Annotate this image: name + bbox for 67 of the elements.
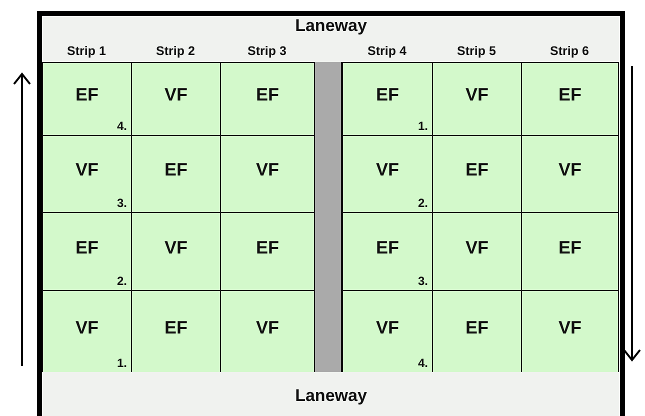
treatment-label: EF — [557, 236, 582, 258]
plot-cell — [342, 212, 433, 291]
treatment-label: EF — [163, 159, 188, 180]
plot-cell — [42, 290, 132, 373]
plot-number: 1. — [418, 119, 428, 133]
plot-cell — [521, 290, 619, 373]
plot-cell — [220, 212, 315, 291]
plot-number: 4. — [116, 119, 127, 133]
plot-cell — [131, 212, 221, 291]
plot-cell — [342, 135, 433, 213]
treatment-label: VF — [74, 159, 100, 180]
plot-number: 3. — [116, 196, 127, 210]
plot-cell — [432, 290, 522, 373]
plot-cell — [42, 135, 132, 213]
strip-label: Strip 1 — [67, 44, 106, 58]
plot-number: 2. — [418, 196, 428, 210]
plot-cell — [521, 212, 619, 291]
treatment-label: EF — [374, 236, 400, 258]
treatment-label: EF — [464, 159, 490, 180]
laneway-label: Laneway — [294, 386, 368, 406]
plot-cell — [521, 62, 619, 136]
central-path — [314, 62, 342, 372]
plot-cell — [521, 135, 619, 213]
treatment-label: EF — [74, 236, 100, 258]
plot-cell — [131, 290, 221, 373]
treatment-label: VF — [374, 159, 400, 180]
treatment-label: VF — [163, 236, 188, 258]
plot-cell — [42, 212, 132, 291]
strip-label: Strip 6 — [550, 44, 589, 58]
treatment-label: VF — [374, 316, 400, 338]
treatment-label: VF — [464, 236, 490, 258]
treatment-label: VF — [557, 316, 582, 338]
plot-cell — [42, 62, 132, 136]
treatment-label: VF — [254, 159, 280, 180]
plot-number: 1. — [116, 356, 127, 370]
treatment-label: EF — [254, 84, 280, 106]
plot-cell — [220, 62, 315, 136]
plot-number: 2. — [116, 274, 127, 288]
laneway-band — [42, 16, 620, 62]
plot-cell — [220, 290, 315, 373]
plot-cell — [432, 212, 522, 291]
treatment-label: VF — [163, 84, 188, 106]
plot-cell — [342, 62, 433, 136]
laneway-band — [42, 372, 620, 416]
strip-label: Strip 4 — [368, 44, 406, 58]
treatment-label: EF — [374, 84, 400, 106]
plot-cell — [432, 135, 522, 213]
plot-cell — [131, 135, 221, 213]
strip-label: Strip 2 — [156, 44, 195, 58]
treatment-label: EF — [464, 316, 490, 338]
laneway-label: Laneway — [294, 16, 368, 36]
treatment-label: EF — [254, 236, 280, 258]
plot-cell — [342, 290, 433, 373]
plot-cell — [220, 135, 315, 213]
treatment-label: VF — [464, 84, 490, 106]
plot-cell — [131, 62, 221, 136]
treatment-label: VF — [254, 316, 280, 338]
treatment-label: EF — [163, 316, 188, 338]
strip-label: Strip 3 — [248, 44, 286, 58]
treatment-label: EF — [557, 84, 582, 106]
plot-cell — [432, 62, 522, 136]
treatment-label: EF — [74, 84, 100, 106]
treatment-label: VF — [557, 159, 582, 180]
treatment-label: VF — [74, 316, 100, 338]
plot-number: 4. — [418, 356, 428, 370]
strip-label: Strip 5 — [457, 44, 496, 58]
plot-number: 3. — [418, 274, 428, 288]
